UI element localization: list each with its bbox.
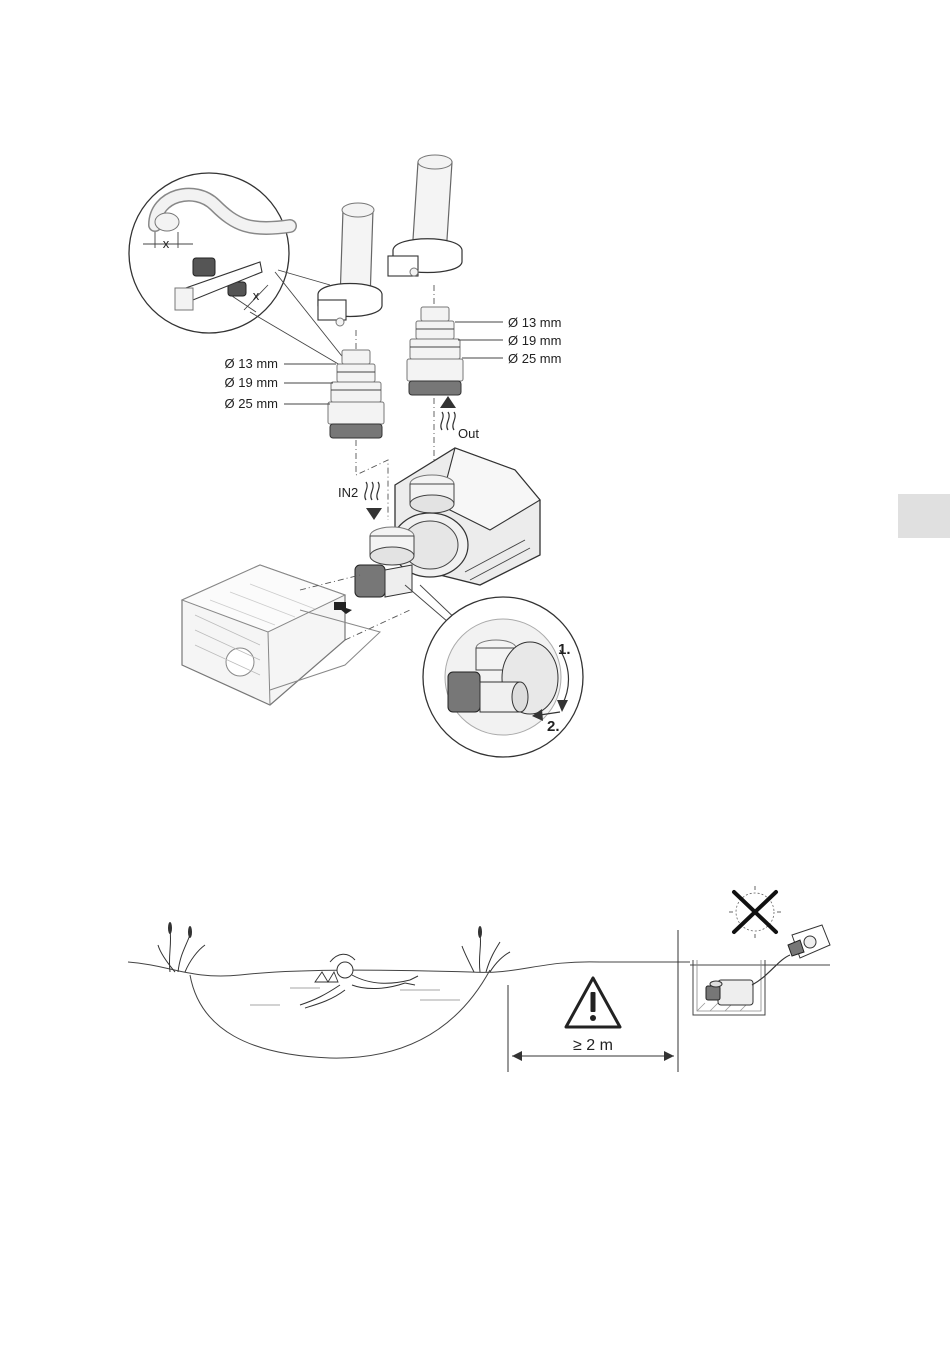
right-hose [388,155,462,276]
out-label: Out [458,426,479,441]
step1-label: 1. [558,641,571,658]
right-stepped-connector [407,307,463,395]
right-diameter-19: Ø 19 mm [508,333,561,348]
distance-label: ≥ 2 m [573,1037,613,1054]
no-sun-icon [729,886,781,938]
left-diameter-25: Ø 25 mm [225,396,278,411]
pump-small-icon [706,980,753,1005]
left-diameter-13: Ø 13 mm [225,356,278,371]
step2-label: 2. [547,718,560,735]
x-label-top: x [163,236,170,251]
in2-label: IN2 [338,485,358,500]
filter-housing [182,565,380,705]
socket-icon [788,925,830,958]
hose-cut-detail [129,173,290,333]
right-diameter-13: Ø 13 mm [508,315,561,330]
pump-body [355,448,540,597]
out-flow-arrow [440,396,456,430]
in2-flow-arrow [365,482,382,520]
pond-scene [128,886,830,1072]
x-label-side: x [253,288,260,303]
right-diameter-25: Ø 25 mm [508,351,561,366]
left-diameter-19: Ø 19 mm [225,375,278,390]
left-hose [318,203,382,326]
warning-icon [566,978,620,1027]
